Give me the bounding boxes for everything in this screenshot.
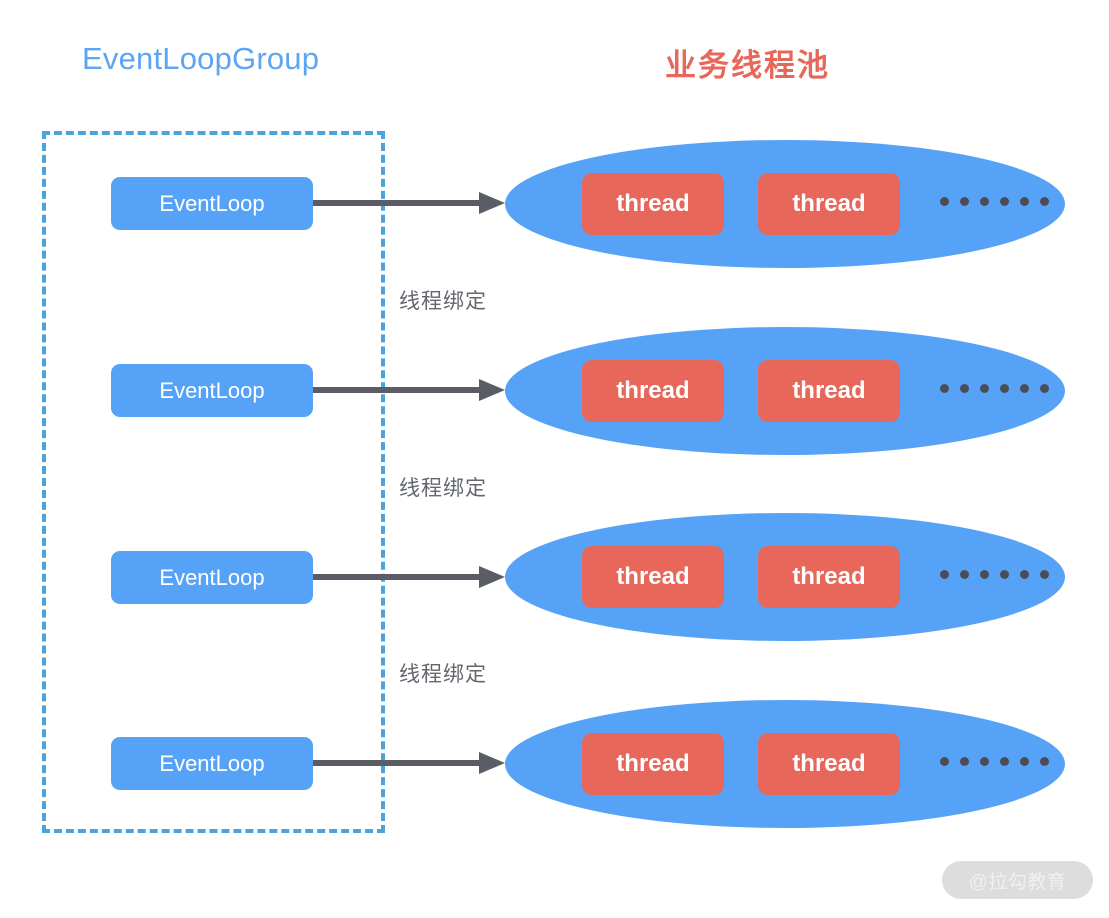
dot (1040, 757, 1049, 766)
thread-pool-ellipse-1: thread thread (505, 140, 1065, 268)
dot (940, 757, 949, 766)
dot (960, 197, 969, 206)
arrow-shaft (313, 387, 481, 393)
dot (940, 570, 949, 579)
page-title-eventloopgroup: EventLoopGroup (82, 41, 320, 76)
dot (1020, 384, 1029, 393)
dot (1000, 384, 1009, 393)
dot (1040, 570, 1049, 579)
ellipsis-dots-icon (940, 384, 1049, 393)
arrow-head-icon (479, 752, 505, 774)
arrow-head-icon (479, 379, 505, 401)
binding-arrow-2 (313, 379, 505, 401)
binding-arrow-3 (313, 566, 505, 588)
binding-arrow-1 (313, 192, 505, 214)
dot (980, 197, 989, 206)
thread-box[interactable]: thread (582, 546, 724, 608)
dot (960, 570, 969, 579)
dot (960, 384, 969, 393)
thread-pool-ellipse-3: thread thread (505, 513, 1065, 641)
page-title-thread-pool: 业务线程池 (665, 48, 830, 83)
eventloop-box-3[interactable]: EventLoop (111, 551, 313, 604)
thread-box[interactable]: thread (758, 173, 900, 235)
binding-arrow-4 (313, 752, 505, 774)
thread-box[interactable]: thread (758, 360, 900, 422)
thread-pool-ellipse-4: thread thread (505, 700, 1065, 828)
eventloopgroup-container (42, 131, 385, 833)
dot (940, 197, 949, 206)
dot (1020, 570, 1029, 579)
ellipsis-dots-icon (940, 570, 1049, 579)
thread-box[interactable]: thread (582, 360, 724, 422)
arrow-head-icon (479, 192, 505, 214)
binding-label-1: 线程绑定 (399, 290, 487, 313)
dot (980, 570, 989, 579)
dot (980, 757, 989, 766)
dot (1040, 384, 1049, 393)
binding-label-2: 线程绑定 (399, 477, 487, 500)
thread-box[interactable]: thread (582, 733, 724, 795)
dot (1000, 197, 1009, 206)
binding-label-3: 线程绑定 (399, 663, 487, 686)
dot (960, 757, 969, 766)
dot (980, 384, 989, 393)
dot (1020, 757, 1029, 766)
thread-box[interactable]: thread (758, 733, 900, 795)
eventloop-box-1[interactable]: EventLoop (111, 177, 313, 230)
watermark-badge: @拉勾教育 (942, 861, 1093, 899)
ellipsis-dots-icon (940, 197, 1049, 206)
thread-box[interactable]: thread (758, 546, 900, 608)
dot (1040, 197, 1049, 206)
eventloop-box-2[interactable]: EventLoop (111, 364, 313, 417)
thread-pool-ellipse-2: thread thread (505, 327, 1065, 455)
dot (1000, 757, 1009, 766)
eventloop-box-4[interactable]: EventLoop (111, 737, 313, 790)
arrow-shaft (313, 200, 481, 206)
dot (1020, 197, 1029, 206)
dot (1000, 570, 1009, 579)
arrow-shaft (313, 574, 481, 580)
dot (940, 384, 949, 393)
arrow-shaft (313, 760, 481, 766)
thread-box[interactable]: thread (582, 173, 724, 235)
ellipsis-dots-icon (940, 757, 1049, 766)
arrow-head-icon (479, 566, 505, 588)
